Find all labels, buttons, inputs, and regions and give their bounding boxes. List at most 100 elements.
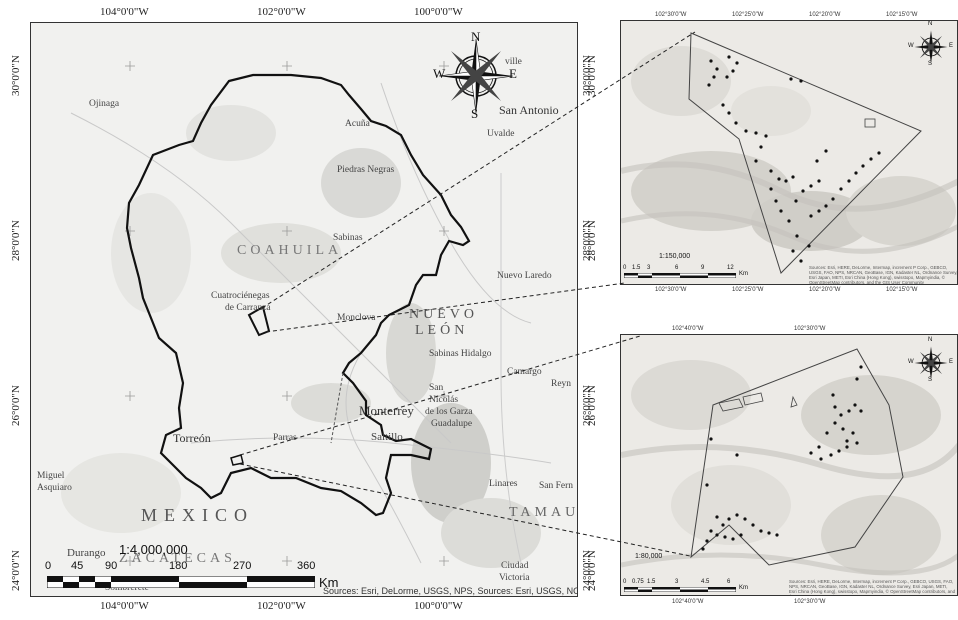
place-nicolas: Nicolás [429, 395, 459, 405]
inset-bottom-lon-label-bot-2: 102°30'0"W [794, 599, 826, 605]
inset-top-scale-tick-2: 3 [647, 265, 651, 271]
inset-bottom-lat-label-2: 24°0'0"N [586, 550, 598, 591]
place-reyn: Reyn [551, 379, 572, 389]
inset-bottom-frame: N S E W 1:80,000 0 0.75 1.5 3 4.5 6 Km S… [620, 334, 958, 596]
inset-top-compass [914, 30, 948, 64]
inset-top-scale-tick-5: 12 [727, 265, 734, 271]
place-saltillo: Saltillo [371, 431, 403, 443]
place-asquiaro: Asquiaro [37, 483, 72, 493]
place-de-carranza: de Carranza [225, 303, 271, 313]
inset-top-scale-tick-1: 1.5 [632, 265, 641, 271]
inset-bottom-compass-w: W [908, 359, 914, 365]
inset-bottom-scale-tick-0: 0 [623, 579, 627, 585]
inset-bottom-lon-label-2: 102°30'0"W [794, 326, 826, 332]
main-lat-label-left-3: 26°0'0"N [10, 385, 22, 426]
place-sombrerete: Sombrerete [105, 583, 149, 593]
region-coahuila: COAHUILA [237, 243, 343, 258]
inset-bottom-scale-tick-3: 3 [675, 579, 679, 585]
inset-bottom-scale-tick-2: 1.5 [647, 579, 656, 585]
main-scale-tick-5: 360 [297, 560, 316, 572]
region-leon: LEÓN [415, 323, 469, 338]
compass-e-label: E [509, 66, 517, 81]
place-san-antonio: San Antonio [499, 103, 559, 117]
main-lat-label-left-1: 30°0'0"N [10, 55, 22, 96]
inset-bottom-compass-s: S [928, 377, 933, 383]
inset-top-compass-n: N [928, 21, 933, 27]
inset-top-scale-tick-4: 9 [701, 265, 705, 271]
inset-bottom-lat-label-1: 26°0'0"N [586, 385, 598, 426]
place-parras: Parras [273, 433, 297, 443]
inset-bottom-scale-tick-1: 0.75 [632, 579, 644, 585]
place-sabinas-hidalgo: Sabinas Hidalgo [429, 349, 492, 359]
inset-bottom-compass-e: E [949, 359, 954, 365]
inset-bottom-lon-label-bot-1: 102°40'0"W [672, 599, 704, 605]
main-lon-label-top-3: 100°0'0"W [414, 6, 463, 18]
inset-top-frame: N S E W 1:150,000 0 1.5 3 6 9 12 Km Sour… [620, 20, 958, 285]
main-scale-tick-0: 0 [45, 560, 52, 572]
main-lon-label-top-1: 104°0'0"W [100, 6, 149, 18]
place-ciudad: Ciudad [501, 561, 529, 571]
main-lon-label-top-2: 102°0'0"W [257, 6, 306, 18]
place-monterrey: Monterrey [359, 403, 414, 418]
place-sabinas: Sabinas [333, 233, 363, 243]
place-san: San [429, 383, 444, 393]
inset-top-lon-label-4: 102°15'0"W [886, 12, 918, 18]
main-scale-tick-1: 45 [71, 560, 84, 572]
inset-bottom-compass [914, 346, 948, 380]
inset-top-lon-label-bot-3: 102°20'0"W [809, 287, 841, 293]
country-mexico: MEXICO [141, 505, 254, 525]
place-ville: ville [505, 57, 522, 67]
main-lon-label-bot-2: 102°0'0"W [257, 600, 306, 612]
place-cuatrocienegas: Cuatrociénegas [211, 291, 270, 301]
inset-top-lon-label-bot-1: 102°30'0"W [655, 287, 687, 293]
inset-top-lat-label-2: 28°0'0"N [586, 220, 598, 261]
place-piedras-negras: Piedras Negras [337, 165, 395, 175]
main-map-attribution: Sources: Esri, DeLorme, USGS, NPS, Sourc… [323, 586, 578, 596]
inset-top-lon-label-2: 102°25'0"W [732, 12, 764, 18]
main-map-frame: N S E W Ojinaga Acuña Uvalde San Antonio… [30, 22, 578, 597]
inset-top-compass-s: S [928, 61, 933, 67]
inset-top-lon-label-3: 102°20'0"W [809, 12, 841, 18]
main-lon-label-bot-3: 100°0'0"W [414, 600, 463, 612]
inset-bottom-compass-n: N [928, 337, 933, 343]
main-scale-tick-2: 90 [105, 560, 118, 572]
inset-top-lon-label-bot-4: 102°15'0"W [886, 287, 918, 293]
place-linares: Linares [489, 479, 518, 489]
inset-top-scale-bar [624, 273, 736, 278]
inset-top-lat-label-1: 30°0'0"N [586, 55, 598, 96]
inset-top-scale-tick-3: 6 [675, 265, 679, 271]
compass-w-label: W [433, 66, 446, 81]
place-nuevo-laredo: Nuevo Laredo [497, 271, 552, 281]
inset-bottom-scale-tick-4: 4.5 [701, 579, 710, 585]
inset-bottom-scale-bar [624, 587, 736, 592]
place-torreon: Torreón [173, 431, 211, 445]
compass-s-label: S [471, 106, 479, 121]
inset-top-scale-tick-0: 0 [623, 265, 627, 271]
main-scale-unit: Km [319, 575, 339, 590]
compass-n-label: N [471, 29, 481, 44]
inset-bottom-attribution: Sources: Esri, HERE, DeLorme, Intermap, … [789, 579, 956, 595]
main-scale-tick-4: 270 [233, 560, 252, 572]
inset-top-scale-ratio: 1:150,000 [659, 253, 691, 260]
inset-top-scale-unit: Km [739, 271, 748, 277]
main-lat-label-left-2: 28°0'0"N [10, 220, 22, 261]
place-durango: Durango [67, 547, 106, 559]
main-scale-tick-3: 180 [169, 560, 188, 572]
place-miguel: Miguel [37, 471, 65, 481]
region-zacatecas: ZACATECAS [119, 551, 236, 566]
inset-bottom-scale-tick-5: 6 [727, 579, 731, 585]
main-lat-label-left-4: 24°0'0"N [10, 550, 22, 591]
main-scale-bar [47, 576, 315, 588]
inset-top-lon-label-1: 102°30'0"W [655, 12, 687, 18]
inset-bottom-scale-ratio: 1:80,000 [635, 553, 663, 560]
inset-bottom-scale-unit: Km [739, 585, 748, 591]
main-scale-ratio: 1:4,000,000 [119, 542, 188, 557]
place-ojinaga: Ojinaga [89, 99, 120, 109]
place-acuna: Acuña [345, 119, 370, 129]
place-monclova: Monclova [337, 313, 376, 323]
inset-bottom-terrain [621, 348, 957, 576]
inset-top-compass-e: E [949, 43, 954, 49]
region-tamaul: TAMAUL [509, 505, 578, 520]
place-de-los-garza: de los Garza [425, 407, 473, 417]
place-victoria: Victoria [499, 573, 530, 583]
